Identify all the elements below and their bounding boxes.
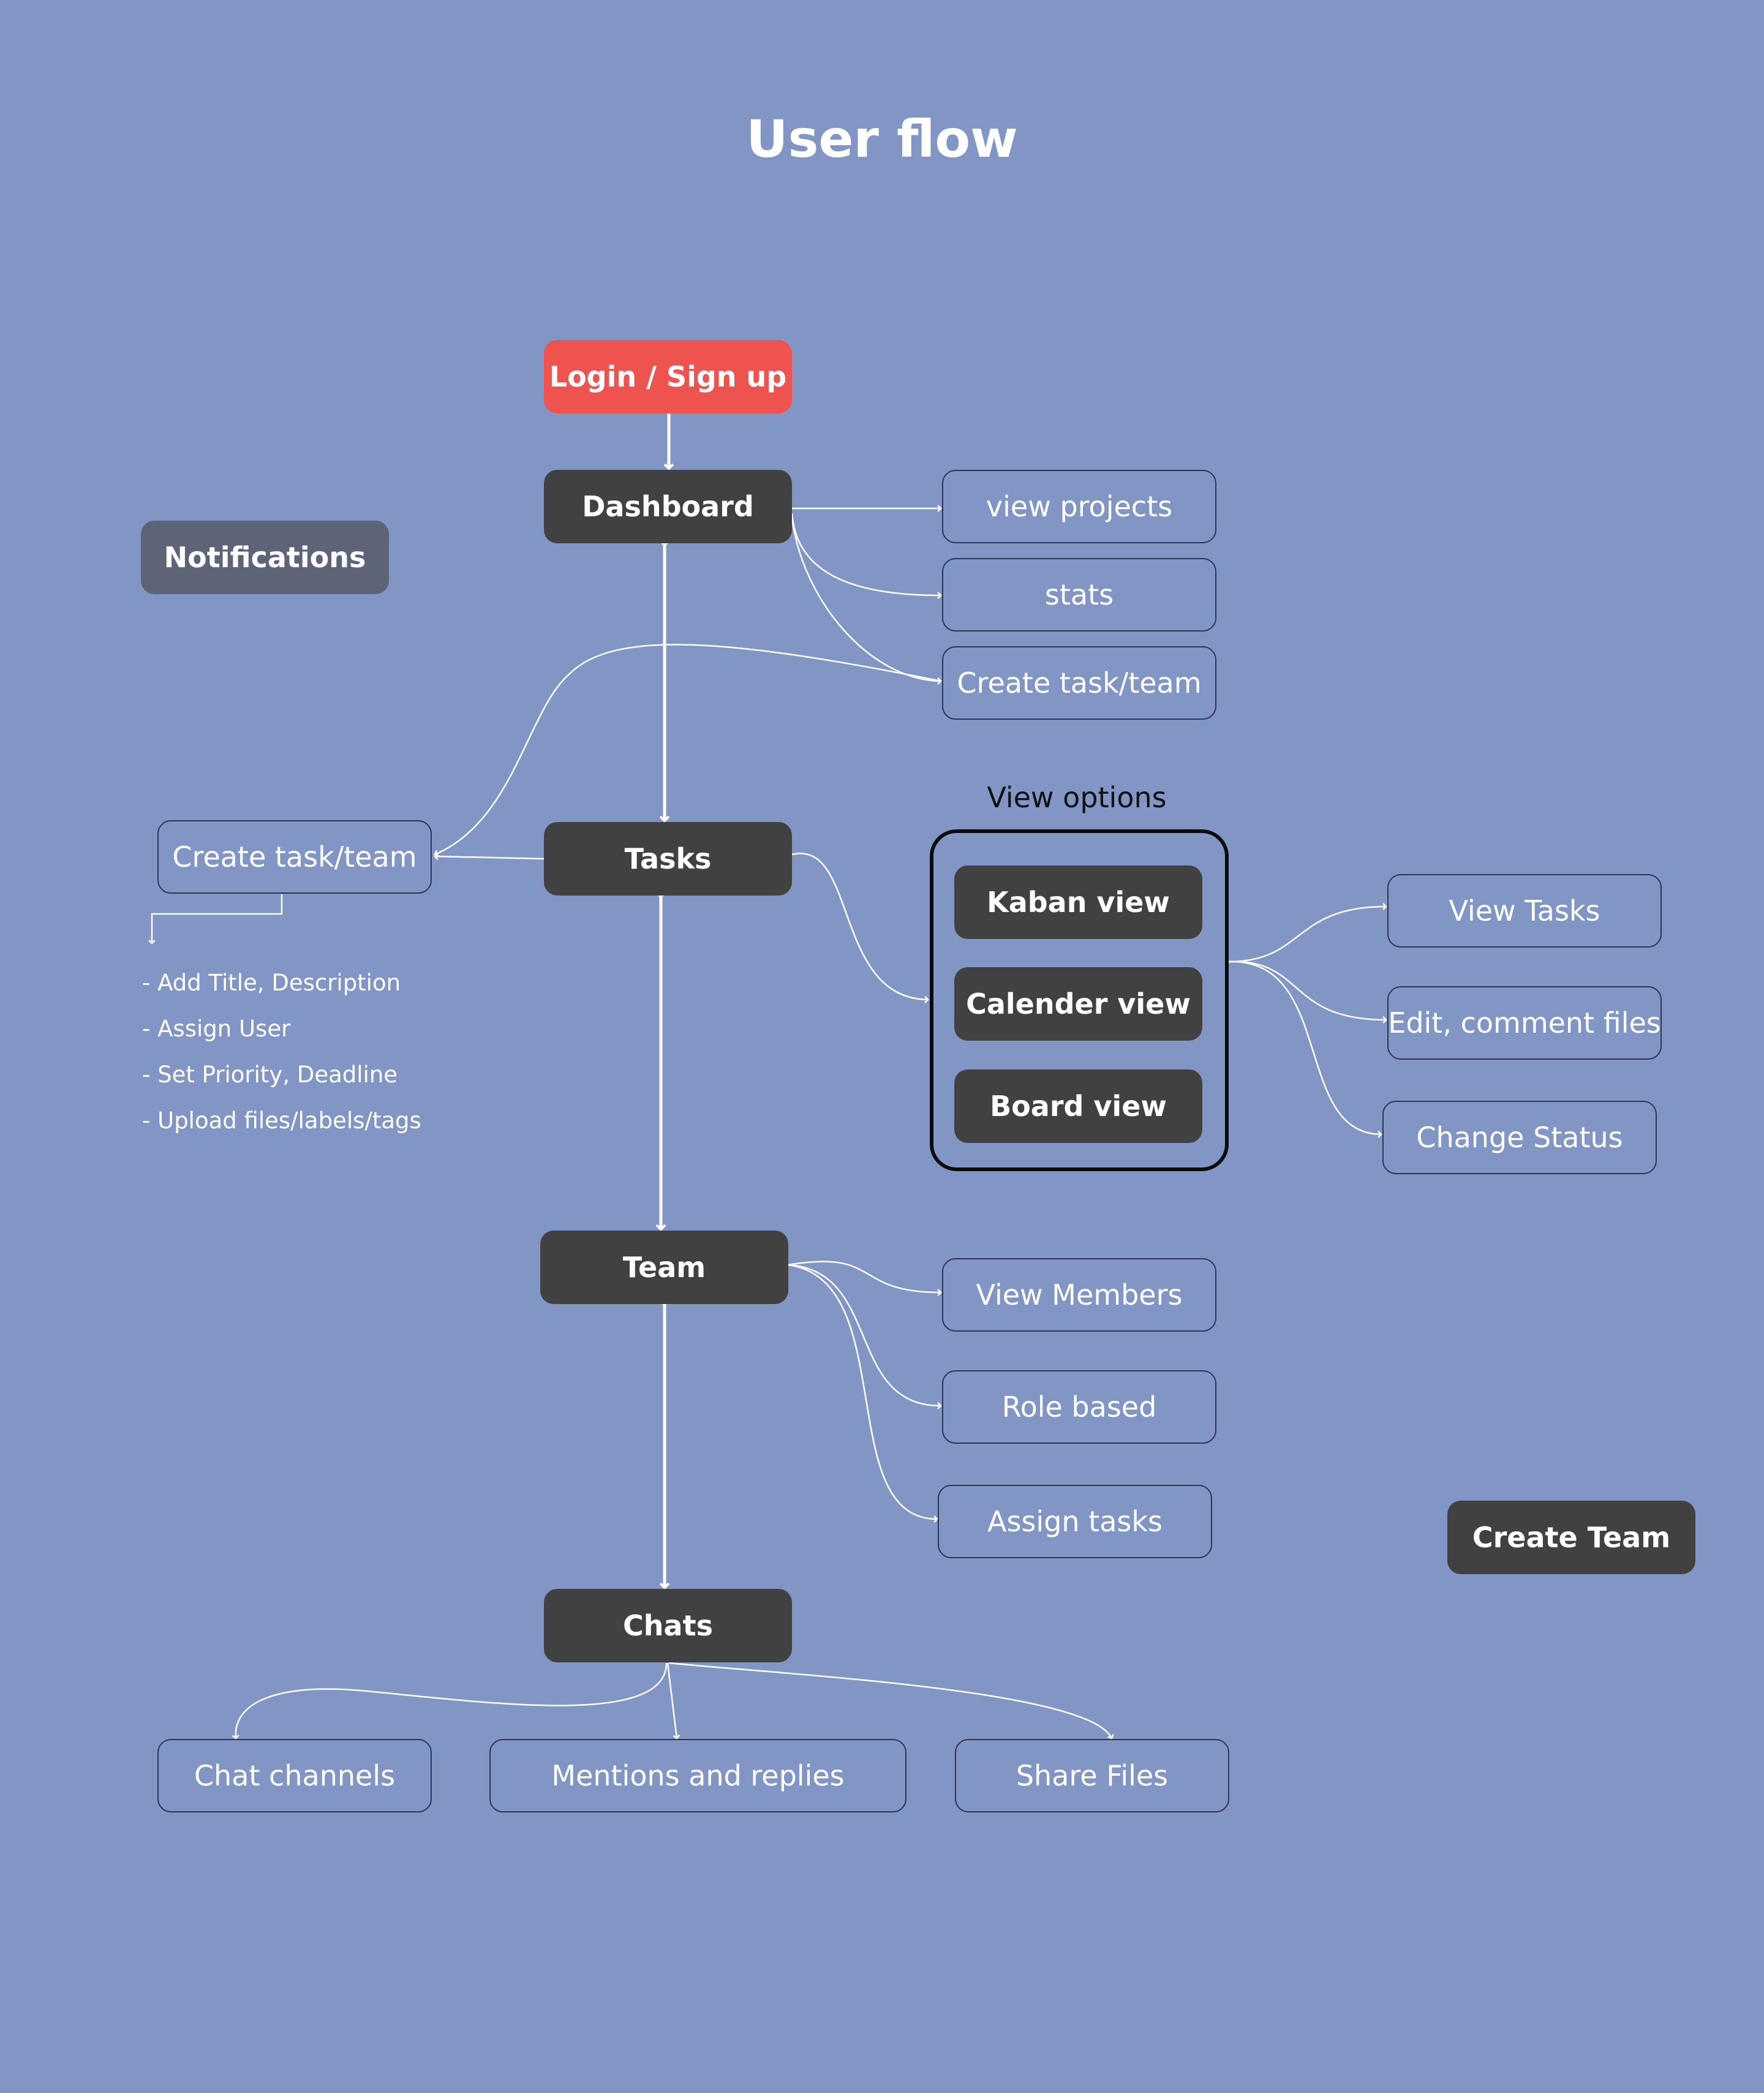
create-team-node[interactable]: Create Team bbox=[1447, 1501, 1695, 1574]
chats-node[interactable]: Chats bbox=[544, 1589, 792, 1662]
connector-team-assign-tasks bbox=[788, 1264, 938, 1523]
task-details-list: - Add Title, Description - Assign User -… bbox=[142, 965, 421, 1148]
connector-team-view-members bbox=[788, 1261, 942, 1296]
connector-dashboard-create bbox=[791, 517, 942, 685]
tasks-node[interactable]: Tasks bbox=[544, 822, 792, 896]
view-projects-node[interactable]: view projects bbox=[942, 470, 1216, 543]
view-members-node[interactable]: View Members bbox=[942, 1258, 1216, 1332]
connector-chats-share bbox=[668, 1662, 1114, 1740]
connector-dashboard-stats bbox=[791, 513, 942, 599]
connector-tasks-create bbox=[434, 853, 545, 860]
change-status-node[interactable]: Change Status bbox=[1382, 1101, 1657, 1174]
task-detail-item: - Set Priority, Deadline bbox=[142, 1062, 398, 1088]
connector-chats-channels bbox=[232, 1662, 668, 1740]
view-options-group bbox=[930, 829, 1229, 1171]
connector-chats-mentions bbox=[666, 1662, 680, 1740]
team-node[interactable]: Team bbox=[540, 1231, 788, 1304]
connector-create-details bbox=[148, 894, 283, 945]
diagram-title: User flow bbox=[746, 109, 1018, 169]
task-detail-item: - Upload files/labels/tags bbox=[142, 1107, 421, 1134]
task-detail-item: - Add Title, Description bbox=[142, 970, 401, 996]
mentions-replies-node[interactable]: Mentions and replies bbox=[489, 1739, 907, 1812]
connector-team-role-based bbox=[788, 1264, 942, 1409]
view-options-label: View options bbox=[987, 781, 1167, 814]
assign-tasks-node[interactable]: Assign tasks bbox=[938, 1485, 1212, 1558]
calendar-view-node[interactable]: Calender view bbox=[954, 967, 1202, 1041]
notifications-node[interactable]: Notifications bbox=[141, 521, 389, 594]
edit-comment-files-node[interactable]: Edit, comment files bbox=[1387, 986, 1662, 1060]
connector-options-view-tasks bbox=[1228, 903, 1387, 963]
create-task-team-tasks-node[interactable]: Create task/team bbox=[157, 820, 432, 894]
connector-create-dashboard-to-tasks-create bbox=[434, 644, 941, 857]
kanban-view-node[interactable]: Kaban view bbox=[954, 865, 1202, 939]
chat-channels-node[interactable]: Chat channels bbox=[157, 1739, 432, 1812]
connector-tasks-view-options bbox=[791, 853, 929, 1003]
create-task-team-dashboard-node[interactable]: Create task/team bbox=[942, 646, 1216, 720]
connector-options-status bbox=[1228, 960, 1382, 1138]
board-view-node[interactable]: Board view bbox=[954, 1069, 1202, 1143]
connector-options-edit bbox=[1228, 960, 1387, 1024]
view-tasks-node[interactable]: View Tasks bbox=[1387, 874, 1662, 948]
share-files-node[interactable]: Share Files bbox=[955, 1739, 1229, 1812]
stats-node[interactable]: stats bbox=[942, 558, 1216, 632]
role-based-node[interactable]: Role based bbox=[942, 1370, 1216, 1444]
login-signup-node[interactable]: Login / Sign up bbox=[544, 340, 792, 413]
dashboard-node[interactable]: Dashboard bbox=[544, 470, 792, 543]
task-detail-item: - Assign User bbox=[142, 1016, 291, 1042]
